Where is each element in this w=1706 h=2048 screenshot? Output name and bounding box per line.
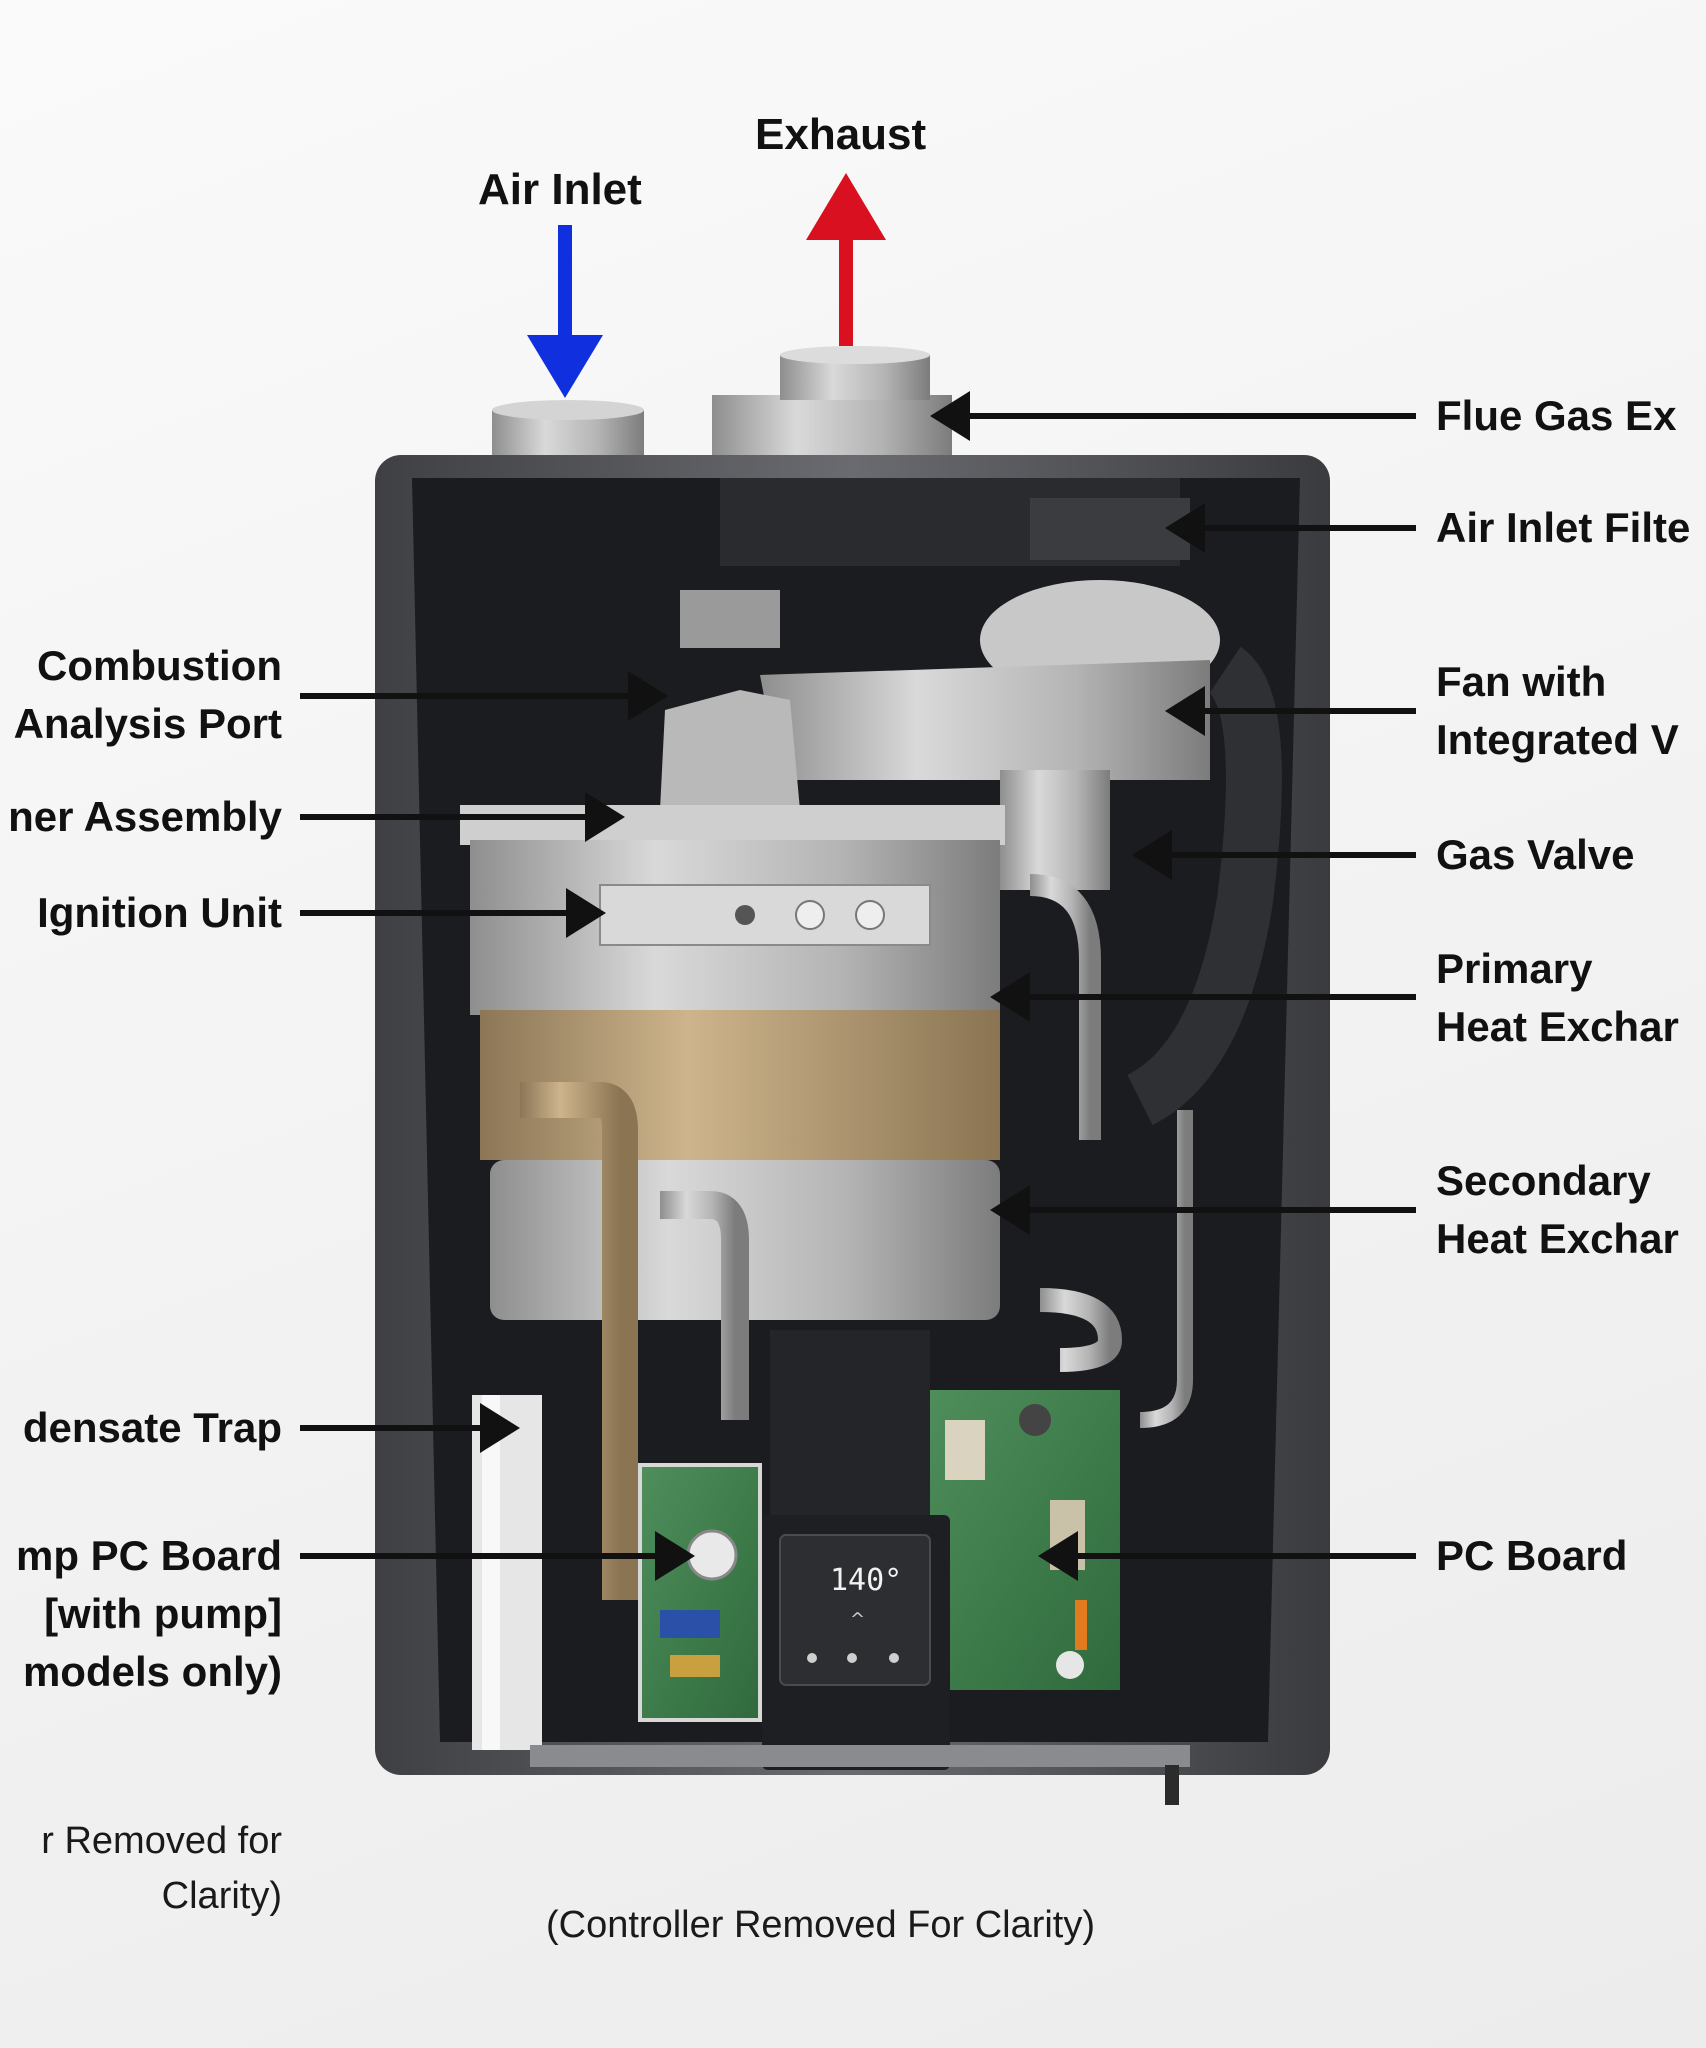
- water-pipe-left: [520, 1082, 638, 1600]
- display-button: [889, 1653, 899, 1663]
- air-inlet-collar: [492, 400, 644, 462]
- label-line: ner Assembly: [8, 793, 282, 840]
- label-flue-gas-exhaust: Flue Gas Ex: [1436, 387, 1676, 445]
- exhaust-collar: [712, 346, 952, 463]
- exhaust-label: Exhaust: [755, 110, 927, 159]
- label-line: Flue Gas Ex: [1436, 392, 1677, 439]
- label-line: Air Inlet Filte: [1436, 504, 1691, 551]
- label-ignition-unit: Ignition Unit: [37, 884, 282, 942]
- callout-condensate-trap: [300, 1403, 520, 1453]
- label-line: Combustion: [37, 642, 282, 689]
- label-line: Ignition Unit: [37, 889, 282, 936]
- note-line: r Removed for: [41, 1820, 282, 1862]
- air-inlet-arrow: [527, 225, 603, 398]
- label-line: mp PC Board: [15, 1532, 282, 1579]
- sensor-box: [680, 590, 780, 648]
- label-combustion-analysis-port: Combustion Analysis Port: [14, 637, 282, 753]
- controller-housing: [770, 1330, 930, 1520]
- bottom-rail: [530, 1745, 1190, 1767]
- label-line: [with pump]: [44, 1590, 282, 1637]
- callout-fan-integrated-venturi: [1165, 686, 1416, 736]
- label-line: Integrated V: [1436, 716, 1679, 763]
- pump-pcb: [638, 1463, 762, 1722]
- burner-tray: [460, 805, 1005, 845]
- gas-pipe: [1029, 874, 1101, 1140]
- exhaust-hose: [1126, 646, 1282, 1126]
- callout-ignition-unit: [300, 888, 606, 938]
- label-burner-assembly: ner Assembly: [8, 788, 282, 846]
- exhaust-arrow: [806, 173, 886, 346]
- callout-flue-gas-exhaust: [930, 391, 1416, 441]
- label-pc-board: PC Board: [1436, 1527, 1627, 1585]
- callout-pc-board: [1038, 1531, 1416, 1581]
- return-pipe: [1139, 1110, 1193, 1428]
- callout-air-inlet-filter: [1165, 503, 1416, 553]
- label-line: Primary: [1436, 945, 1593, 992]
- label-line: Heat Exchar: [1436, 1215, 1679, 1262]
- outlet-pipe: [1039, 1288, 1123, 1372]
- callout-gas-valve: [1132, 830, 1416, 880]
- callout-secondary-heat-exchanger: [990, 1185, 1416, 1235]
- label-secondary-heat-exchanger: Secondary Heat Exchar: [1436, 1152, 1679, 1268]
- label-line: models only): [22, 1648, 282, 1695]
- display-button: [807, 1653, 817, 1663]
- bottom-note: (Controller Removed For Clarity): [546, 1904, 1096, 1946]
- label-line: Heat Exchar: [1436, 1003, 1679, 1050]
- callout-combustion-analysis-port: [300, 671, 668, 721]
- note-line: Clarity): [161, 1875, 282, 1917]
- label-gas-valve: Gas Valve: [1436, 826, 1635, 884]
- label-primary-heat-exchanger: Primary Heat Exchar: [1436, 940, 1679, 1056]
- label-line: Secondary: [1436, 1157, 1651, 1204]
- combustion-chamber: [660, 690, 800, 810]
- air-filter-housing: [1030, 498, 1190, 560]
- label-air-inlet-filter: Air Inlet Filte: [1436, 499, 1690, 557]
- label-line: Gas Valve: [1436, 831, 1635, 878]
- label-line: densate Trap: [22, 1404, 282, 1451]
- label-line: Fan with: [1436, 658, 1607, 705]
- display-screen: [779, 1534, 931, 1686]
- display-readout: 140°: [830, 1563, 902, 1598]
- label-condensate-trap: densate Trap: [23, 1399, 282, 1457]
- label-line: PC Board: [1436, 1532, 1628, 1579]
- left-note: r Removed for Clarity): [41, 1814, 282, 1924]
- callout-burner-assembly: [300, 792, 625, 842]
- label-line: Analysis Port: [13, 700, 282, 747]
- water-pipe-middle: [660, 1191, 749, 1420]
- label-pump-pc-board: mp PC Board [with pump] models only): [16, 1527, 282, 1701]
- air-inlet-label: Air Inlet: [478, 165, 642, 214]
- fan-housing: [760, 580, 1220, 890]
- callout-primary-heat-exchanger: [990, 972, 1416, 1022]
- callout-pump-pc-board: [300, 1531, 695, 1581]
- bottom-foot: [1165, 1765, 1179, 1805]
- display-up-arrow: ^: [850, 1609, 865, 1630]
- label-fan-integrated-venturi: Fan with Integrated V: [1436, 653, 1679, 769]
- display-button: [847, 1653, 857, 1663]
